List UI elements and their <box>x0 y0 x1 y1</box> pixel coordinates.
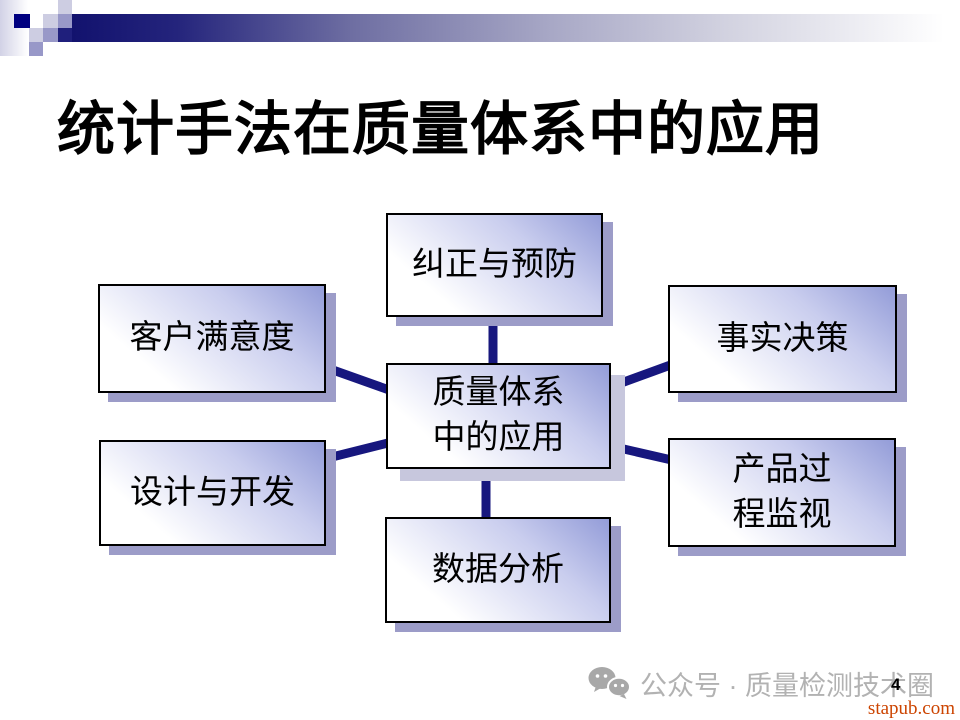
diagram-node-corrective-prevention: 纠正与预防 <box>386 213 603 317</box>
banner-square <box>14 14 30 28</box>
connector-line <box>314 359 394 396</box>
banner-gradient-strip <box>0 0 28 56</box>
connector-line <box>600 439 678 466</box>
diagram-node-data-analysis: 数据分析 <box>385 517 611 623</box>
page-number: 4 <box>891 675 901 694</box>
watermark: 公众号 · 质量检测技术圈 <box>588 665 934 701</box>
site-link[interactable]: stapub.com <box>867 698 955 719</box>
banner-square <box>58 14 72 28</box>
diagram-node-fact-based-decision: 事实决策 <box>668 285 897 393</box>
diagram-node-center: 质量体系 中的应用 <box>386 363 611 469</box>
connector-line <box>600 358 678 395</box>
page-title: 统计手法在质量体系中的应用 <box>57 97 825 162</box>
banner-square <box>58 28 72 42</box>
banner-gradient-bar <box>72 14 944 42</box>
banner-square <box>58 0 72 14</box>
banner-square <box>43 28 58 42</box>
diagram-node-product-process-monitoring: 产品过 程监视 <box>668 438 896 547</box>
connector-line <box>314 437 394 466</box>
wechat-icon <box>588 666 632 700</box>
diagram-node-design-development: 设计与开发 <box>99 440 326 546</box>
banner-square <box>29 42 43 56</box>
banner-square <box>43 14 58 28</box>
banner-square <box>29 28 43 42</box>
diagram-node-customer-satisfaction: 客户满意度 <box>98 284 326 393</box>
watermark-text: 公众号 · 质量检测技术圈 <box>640 670 934 701</box>
